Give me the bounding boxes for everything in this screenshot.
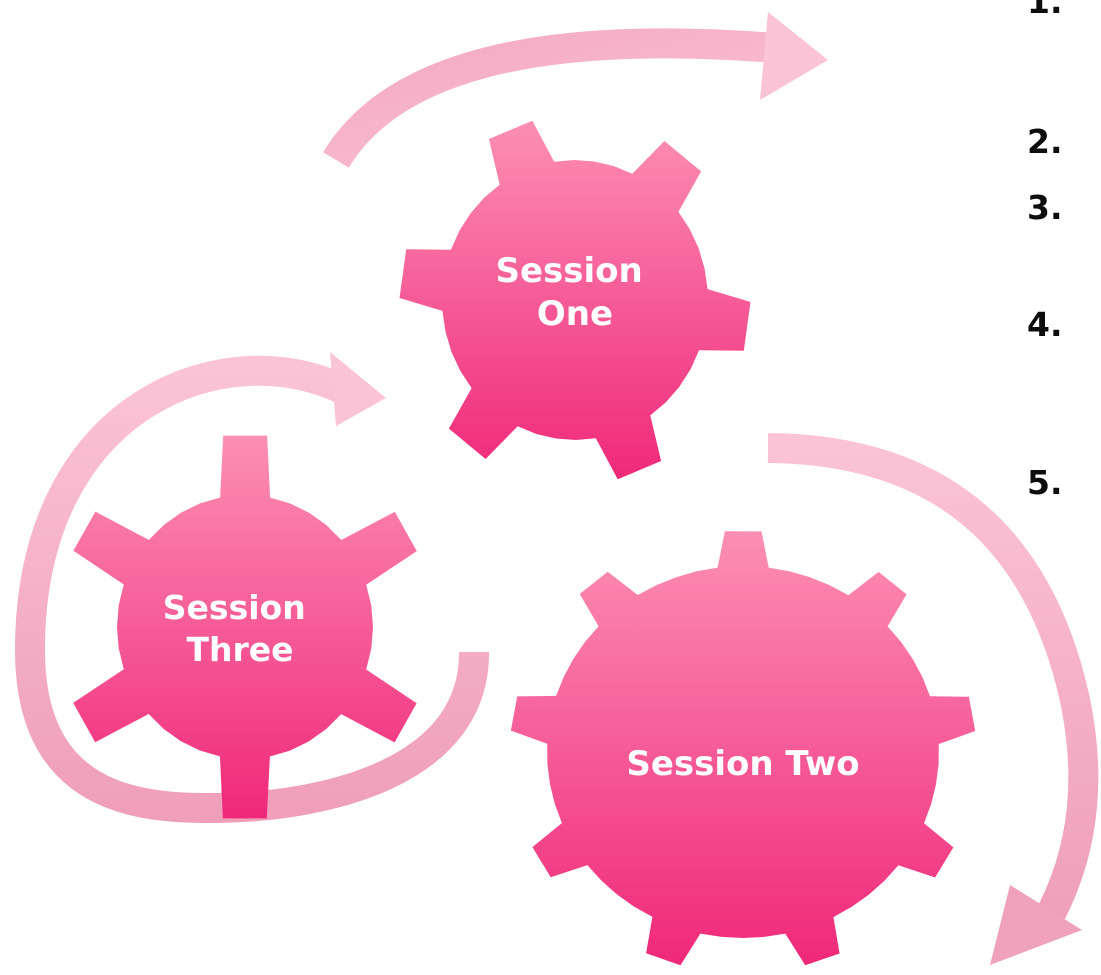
list-item-2: 2. bbox=[1027, 122, 1063, 161]
arrow-left-loop bbox=[14, 352, 490, 824]
list-item-5: 5. bbox=[1027, 463, 1063, 502]
list-item-4: 4. bbox=[1027, 305, 1063, 344]
arrow-right bbox=[767, 433, 1099, 965]
gear-session-two bbox=[510, 531, 976, 966]
gear-session-three bbox=[73, 435, 417, 819]
gear-label-session-two: Session Two bbox=[626, 744, 859, 784]
gear-label-session-three: Session Three bbox=[163, 588, 317, 669]
list-item-1: 1. bbox=[1027, 0, 1063, 21]
gear-label-session-one: Session One bbox=[495, 251, 654, 334]
gear-session-one bbox=[399, 120, 751, 480]
list-item-3: 3. bbox=[1027, 188, 1063, 227]
arrow-top bbox=[323, 12, 828, 168]
